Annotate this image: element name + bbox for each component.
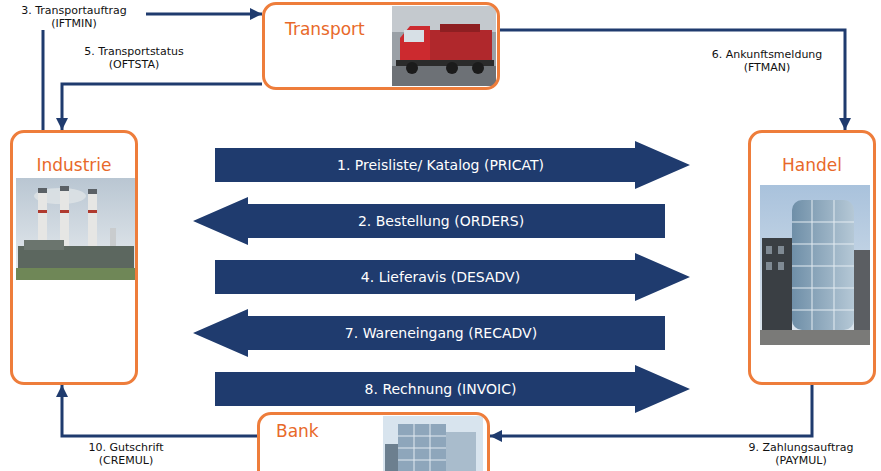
store-photo: [792, 310, 854, 311]
edge-label: 8. Rechnung (INVOIC): [365, 381, 517, 398]
bank-photo: [398, 436, 446, 437]
box-title: Bank: [276, 421, 319, 441]
store-photo: [834, 200, 835, 330]
party-box: Industrie: [10, 130, 138, 385]
edge-label: 2. Bestellung (ORDERS): [358, 213, 524, 230]
message-arrow: [215, 253, 690, 301]
bank-photo: [398, 424, 446, 471]
edge-label: 1. Preisliste/ Katalog (PRICAT): [337, 157, 544, 174]
edge-label: 4. Lieferavis (DESADV): [361, 269, 520, 286]
bank-photo: [383, 416, 483, 471]
truck-photo: [404, 30, 424, 42]
bank-photo: [430, 424, 431, 471]
factory-photo: [24, 240, 64, 250]
party-box: Bank: [257, 412, 490, 471]
factory-photo: [16, 178, 136, 280]
truck-photo: [446, 62, 458, 74]
store-photo: [812, 200, 813, 330]
truck-photo: [392, 6, 496, 86]
store-photo: [766, 262, 772, 270]
store-photo: [778, 246, 784, 254]
factory-photo: [60, 210, 69, 213]
factory-photo: [16, 268, 136, 280]
store-photo: [766, 246, 772, 254]
store-photo: [792, 288, 854, 289]
store-photo: [762, 238, 792, 342]
factory-photo: [16, 178, 136, 280]
factory-photo: [60, 186, 69, 191]
store-photo: [792, 266, 854, 267]
truck-photo: [428, 30, 492, 64]
bank-photo: [398, 448, 446, 449]
truck-photo: [400, 26, 430, 64]
truck-photo: [392, 6, 496, 32]
edge-label: 9. Zahlungsauftrag (PAYMUL): [728, 441, 874, 467]
edge-label: 6. Ankunftsmeldung (FTMAN): [697, 48, 837, 74]
store-photo: [792, 200, 854, 330]
truck-photo: [440, 24, 480, 32]
truck-photo: [406, 62, 418, 74]
flow-arrow: [500, 30, 845, 130]
store-photo: [760, 185, 870, 345]
truck-photo: [392, 6, 496, 86]
edge-label: 3. Transportauftrag (IFTMIN): [2, 4, 146, 30]
bank-photo: [446, 432, 476, 471]
store-photo: [854, 250, 870, 342]
box-title: Transport: [285, 19, 365, 39]
edge-label: 7. Wareneingang (RECADV): [345, 325, 537, 342]
factory-photo: [38, 188, 47, 193]
party-box: Transport: [262, 2, 500, 90]
bank-photo: [385, 444, 398, 471]
bank-photo: [398, 460, 446, 461]
box-title: Industrie: [36, 155, 111, 175]
message-arrow: [193, 309, 665, 357]
party-box: Handel: [748, 130, 876, 385]
factory-photo: [88, 210, 97, 213]
store-photo: [792, 222, 854, 223]
message-arrow: [193, 197, 665, 245]
message-arrow: [215, 141, 690, 189]
factory-photo: [38, 210, 47, 213]
store-photo: [760, 330, 870, 345]
bank-photo: [383, 416, 483, 471]
message-arrow: [215, 365, 690, 413]
truck-photo: [472, 62, 484, 74]
flow-arrow: [62, 84, 262, 130]
store-photo: [792, 244, 854, 245]
bank-photo: [414, 424, 415, 471]
edge-label: 5. Transportstatus (OFTSTA): [66, 45, 202, 71]
flow-arrow: [62, 385, 257, 436]
flow-arrow: [43, 14, 262, 130]
flow-arrow: [490, 385, 812, 436]
box-title: Handel: [782, 155, 842, 175]
store-photo: [760, 185, 870, 345]
edge-label: 10. Gutschrift (CREMUL): [70, 441, 182, 467]
store-photo: [778, 262, 784, 270]
factory-photo: [88, 189, 97, 194]
